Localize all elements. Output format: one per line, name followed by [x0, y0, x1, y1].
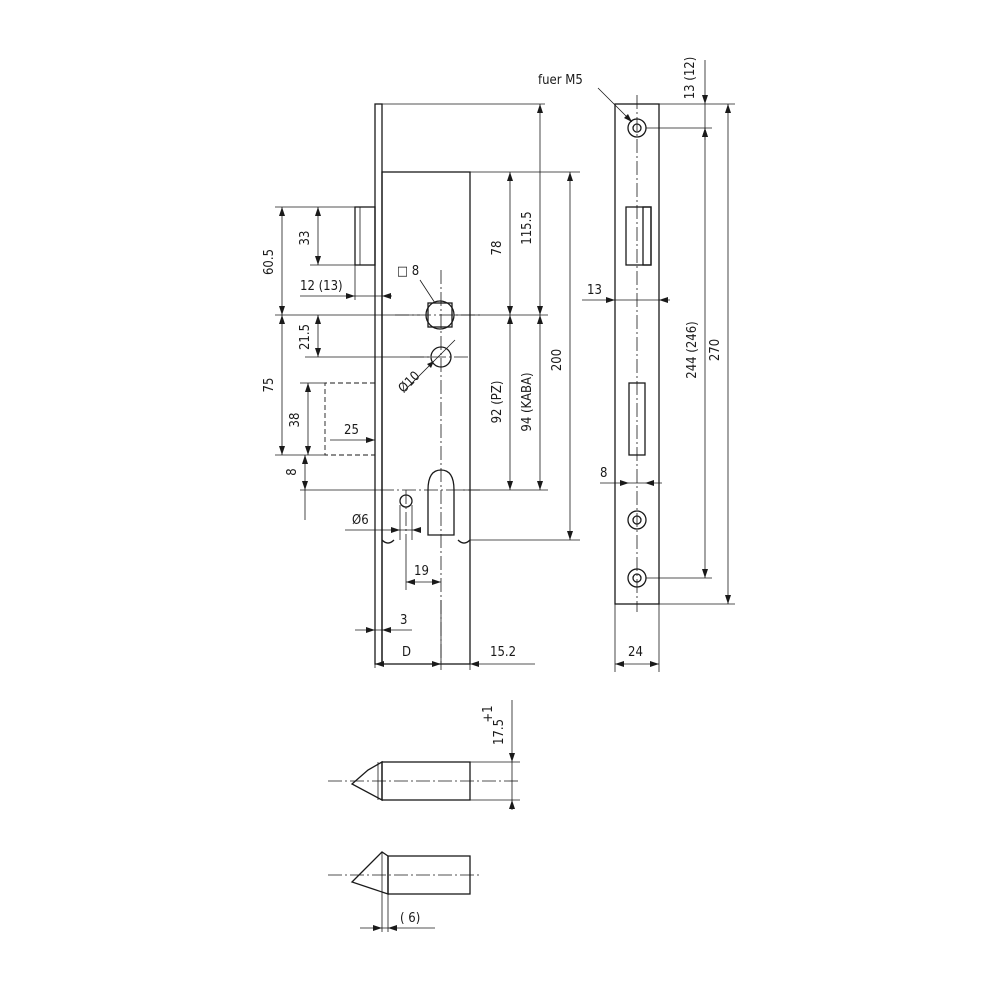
bolt-opening [628, 382, 646, 456]
label-dia6: Ø6 [352, 513, 369, 528]
screw-hole-middle [627, 510, 647, 530]
dims-front-right [454, 104, 580, 541]
label-38: 38 [288, 413, 303, 428]
label-8-forend: 8 [600, 466, 607, 481]
label-15-2: 15.2 [490, 645, 516, 660]
dims-front-bottom [345, 505, 535, 670]
label-17-5: 17.5 [492, 719, 507, 745]
label-33: 33 [298, 231, 313, 246]
label-3: 3 [400, 613, 407, 628]
label-244-246: 244 (246) [685, 321, 700, 378]
latch-detail-upper [328, 700, 520, 810]
latch-bolt [354, 206, 376, 266]
dimension-labels: fuer M5 13 (12) 115.5 78 200 33 60.5 □ 8… [262, 57, 723, 926]
forend-side-view [614, 95, 660, 612]
label-13-forend: 13 [587, 283, 602, 298]
label-8-left: 8 [285, 468, 300, 475]
label-94-kaba: 94 (KABA) [520, 372, 535, 431]
latch-opening [625, 206, 652, 266]
label-25: 25 [344, 423, 359, 438]
latch-detail-lower [328, 851, 480, 932]
label-200: 200 [550, 349, 565, 371]
forend-plate [374, 103, 383, 665]
label-fuer-m5: fuer M5 [538, 73, 583, 88]
label-270: 270 [708, 339, 723, 361]
dims-front-left [275, 206, 456, 520]
label-square-8: □ 8 [397, 264, 419, 279]
label-75: 75 [262, 378, 277, 393]
deadbolt-hidden [324, 382, 375, 456]
label-dia10: Ø10 [396, 369, 424, 397]
dims-forend [582, 60, 735, 672]
label-92-pz: 92 (PZ) [490, 381, 505, 424]
lock-case [381, 171, 471, 665]
label-115-5: 115.5 [520, 211, 535, 244]
label-21-5: 21.5 [298, 324, 313, 350]
label-60-5: 60.5 [262, 249, 277, 275]
label-24: 24 [628, 645, 643, 660]
label-78: 78 [490, 241, 505, 256]
label-19: 19 [414, 564, 429, 579]
label-6: ( 6) [400, 911, 420, 926]
label-tolerance: +1 [481, 705, 496, 722]
label-13-12: 13 (12) [683, 57, 698, 100]
label-D: D [402, 645, 411, 660]
label-12-13: 12 (13) [300, 279, 343, 294]
